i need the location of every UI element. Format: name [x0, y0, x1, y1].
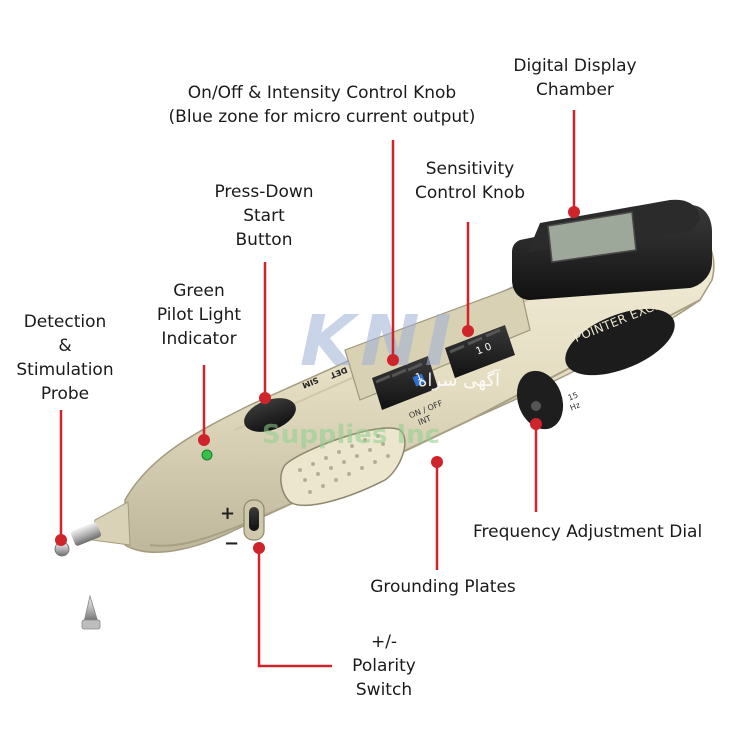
grounding-plate: [280, 427, 406, 506]
label-probe: Detection & Stimulation Probe: [16, 312, 114, 404]
spare-probe-tip: [81, 594, 101, 630]
label-intensity-knob: On/Off & Intensity Control Knob (Blue zo…: [168, 83, 476, 127]
watermark-text: Supplies Inc: [262, 420, 441, 450]
label-start-button: Press-Down Start Button: [214, 182, 314, 250]
watermark-arabic: آگهی سراه: [418, 370, 501, 391]
pilot-light: [201, 449, 213, 461]
sensitivity-knob[interactable]: [445, 325, 515, 378]
label-frequency-dial: Frequency Adjustment Dial: [473, 522, 703, 542]
frequency-dial[interactable]: [509, 364, 571, 435]
label-pilot-light: Green Pilot Light Indicator: [156, 281, 242, 349]
digital-display: [512, 199, 712, 300]
brand-badge: [565, 308, 675, 376]
polarity-plus-sign: +: [220, 503, 236, 524]
probe-tip: [54, 501, 131, 557]
label-digital-display-chamber: Digital Display Chamber: [513, 56, 637, 100]
polarity-switch[interactable]: [243, 499, 265, 541]
intensity-knob[interactable]: [372, 356, 438, 410]
label-grounding-plates: Grounding Plates: [370, 577, 516, 597]
label-sensitivity-knob: Sensitivity Control Knob: [415, 159, 525, 203]
label-polarity-switch: +/- Polarity Switch: [352, 632, 416, 700]
start-button[interactable]: [239, 392, 300, 439]
polarity-minus-sign: −: [224, 533, 240, 554]
